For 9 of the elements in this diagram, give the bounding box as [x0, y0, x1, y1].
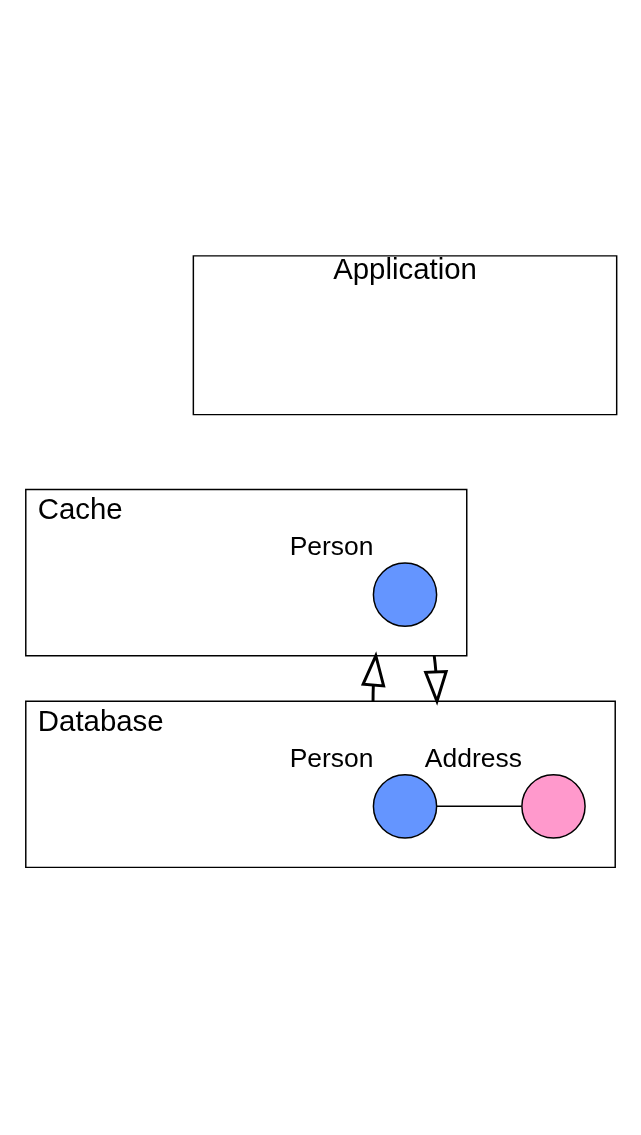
node-circle — [521, 774, 586, 839]
arrow — [360, 651, 386, 702]
node-label: Person — [289, 530, 374, 561]
node-circle — [372, 774, 438, 839]
node-label: Person — [289, 742, 374, 773]
node-box: Application — [192, 255, 618, 416]
connector — [436, 805, 523, 808]
node-label: Address — [424, 742, 522, 773]
node-circle — [372, 562, 438, 628]
